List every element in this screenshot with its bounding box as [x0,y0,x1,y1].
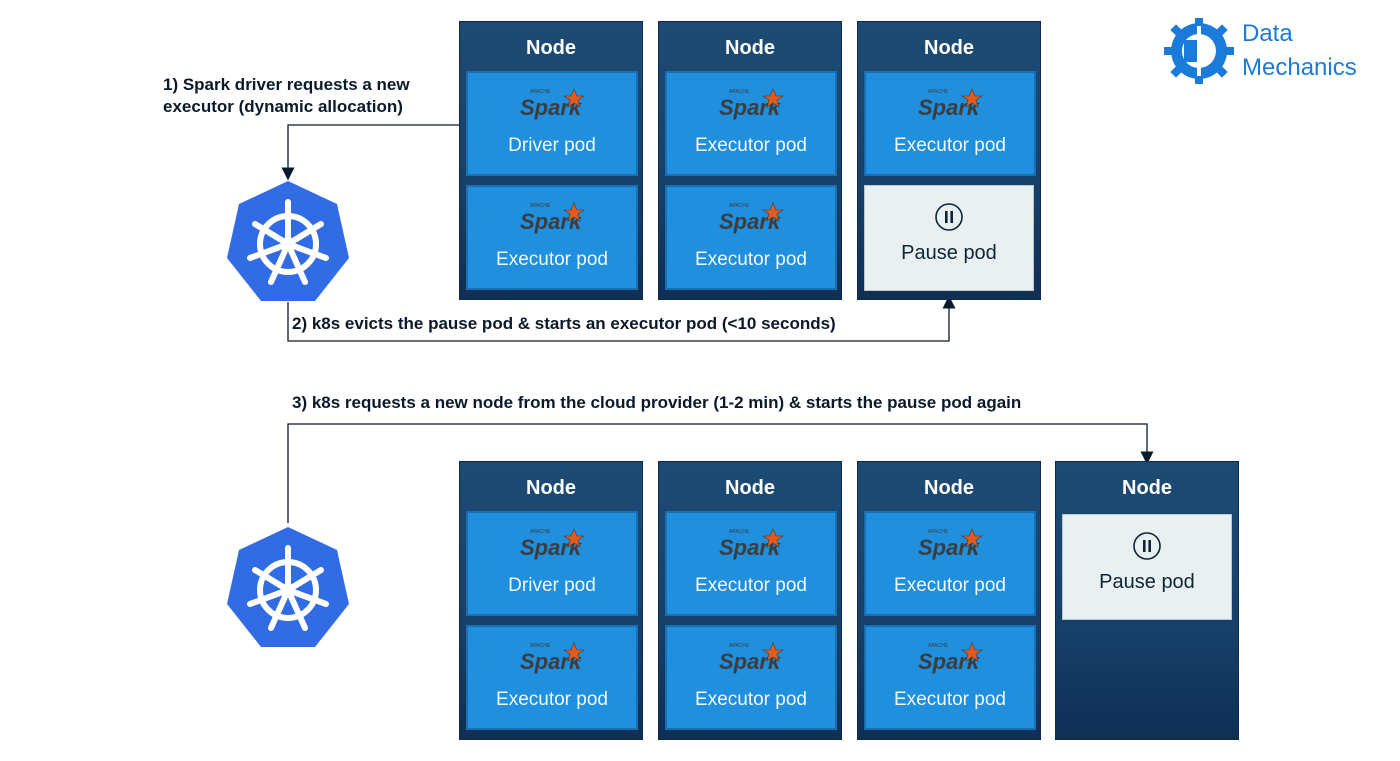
step1-arrow [281,124,459,181]
svg-text:APACHE: APACHE [729,643,750,649]
svg-text:APACHE: APACHE [530,529,551,535]
spark-logo-icon: APACHE Spark [719,88,784,120]
executor-pod: APACHE Spark Executor pod [466,185,638,290]
bottom-node-4-new: Node Pause pod [1055,461,1239,740]
node-title: Node [725,37,775,59]
pod-label: Executor pod [695,135,807,156]
pause-pod-label: Pause pod [1099,571,1195,593]
executor-pod: APACHE Spark Executor pod [665,625,837,730]
pod-label: Executor pod [695,689,807,710]
bottom-node-1: Node APACHE Spark Driver pod APACHE Spar… [459,461,643,740]
pod-label: Executor pod [894,689,1006,710]
driver-pod: APACHE Spark Driver pod [466,511,638,616]
node-title: Node [924,37,974,59]
logo-text-line1: Data [1242,20,1293,47]
spark-logo-icon: APACHE Spark [918,528,983,560]
pod-label: Driver pod [508,135,596,156]
spark-logo-icon: APACHE Spark [520,642,585,674]
bottom-node-3: Node APACHE Spark Executor pod APACHE Sp… [857,461,1041,740]
pause-icon [1133,532,1161,560]
step1-text: 1) Spark driver requests a new executor … [163,75,410,116]
pod-label: Executor pod [695,575,807,596]
step3-text: 3) k8s requests a new node from the clou… [292,393,1022,412]
node-title: Node [526,477,576,499]
spark-logo-icon: APACHE Spark [520,528,585,560]
data-mechanics-logo-icon [1164,18,1234,84]
svg-text:APACHE: APACHE [530,203,551,209]
svg-text:APACHE: APACHE [530,89,551,95]
top-node-1: Node APACHE Spark Driver pod APACHE Spar… [459,21,643,300]
executor-pod: APACHE Spark Executor pod [665,185,837,290]
driver-pod: APACHE Spark Driver pod [466,71,638,176]
kubernetes-icon [227,527,349,647]
spark-logo-icon: APACHE Spark [520,202,585,234]
spark-logo-icon: APACHE Spark [520,88,585,120]
pause-icon [935,203,963,231]
spark-logo-icon: APACHE Spark [719,202,784,234]
bottom-node-2: Node APACHE Spark Executor pod APACHE Sp… [658,461,842,740]
node-title: Node [725,477,775,499]
spark-logo-icon: APACHE Spark [918,642,983,674]
executor-pod: APACHE Spark Executor pod [466,625,638,730]
executor-pod: APACHE Spark Executor pod [665,511,837,616]
pause-pod-label: Pause pod [901,242,997,264]
pod-label: Driver pod [508,575,596,596]
pod-label: Executor pod [496,249,608,270]
pod-label: Executor pod [496,689,608,710]
svg-text:APACHE: APACHE [530,643,551,649]
node-title: Node [924,477,974,499]
executor-pod: APACHE Spark Executor pod [665,71,837,176]
spark-logo-icon: APACHE Spark [719,528,784,560]
svg-text:APACHE: APACHE [928,529,949,535]
node-title: Node [526,37,576,59]
data-mechanics-logo: Data Mechanics [1164,16,1394,88]
top-node-2: Node APACHE Spark Executor pod APACHE Sp… [658,21,842,300]
pod-label: Executor pod [894,135,1006,156]
executor-pod: APACHE Spark Executor pod [864,71,1036,176]
pause-pod: Pause pod [1062,514,1232,620]
executor-pod: APACHE Spark Executor pod [864,625,1036,730]
spark-logo-icon: APACHE Spark [918,88,983,120]
node-title: Node [1122,477,1172,499]
spark-logo-icon: APACHE Spark [719,642,784,674]
kubernetes-icon [227,181,349,301]
svg-text:APACHE: APACHE [729,529,750,535]
svg-text:APACHE: APACHE [928,643,949,649]
svg-text:APACHE: APACHE [729,203,750,209]
top-node-3: Node APACHE Spark Executor pod Pause pod [857,21,1041,300]
logo-text-line2: Mechanics [1242,54,1357,81]
pod-label: Executor pod [894,575,1006,596]
svg-text:APACHE: APACHE [928,89,949,95]
pause-pod: Pause pod [864,185,1034,291]
pod-label: Executor pod [695,249,807,270]
step2-text: 2) k8s evicts the pause pod & starts an … [292,314,836,333]
executor-pod: APACHE Spark Executor pod [864,511,1036,616]
svg-text:APACHE: APACHE [729,89,750,95]
